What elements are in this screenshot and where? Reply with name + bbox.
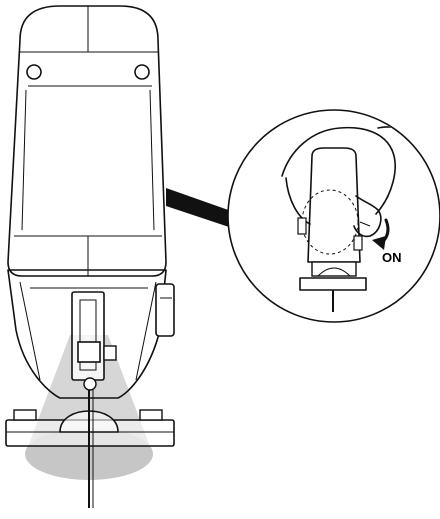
blade-assembly	[71, 291, 117, 508]
lower-housing	[7, 269, 167, 399]
callout-magnifier: ON	[227, 109, 440, 323]
callout-pointer	[166, 188, 234, 228]
side-switch	[155, 283, 175, 337]
jigsaw-body	[7, 5, 167, 277]
callout-on-label: ON	[382, 250, 402, 265]
